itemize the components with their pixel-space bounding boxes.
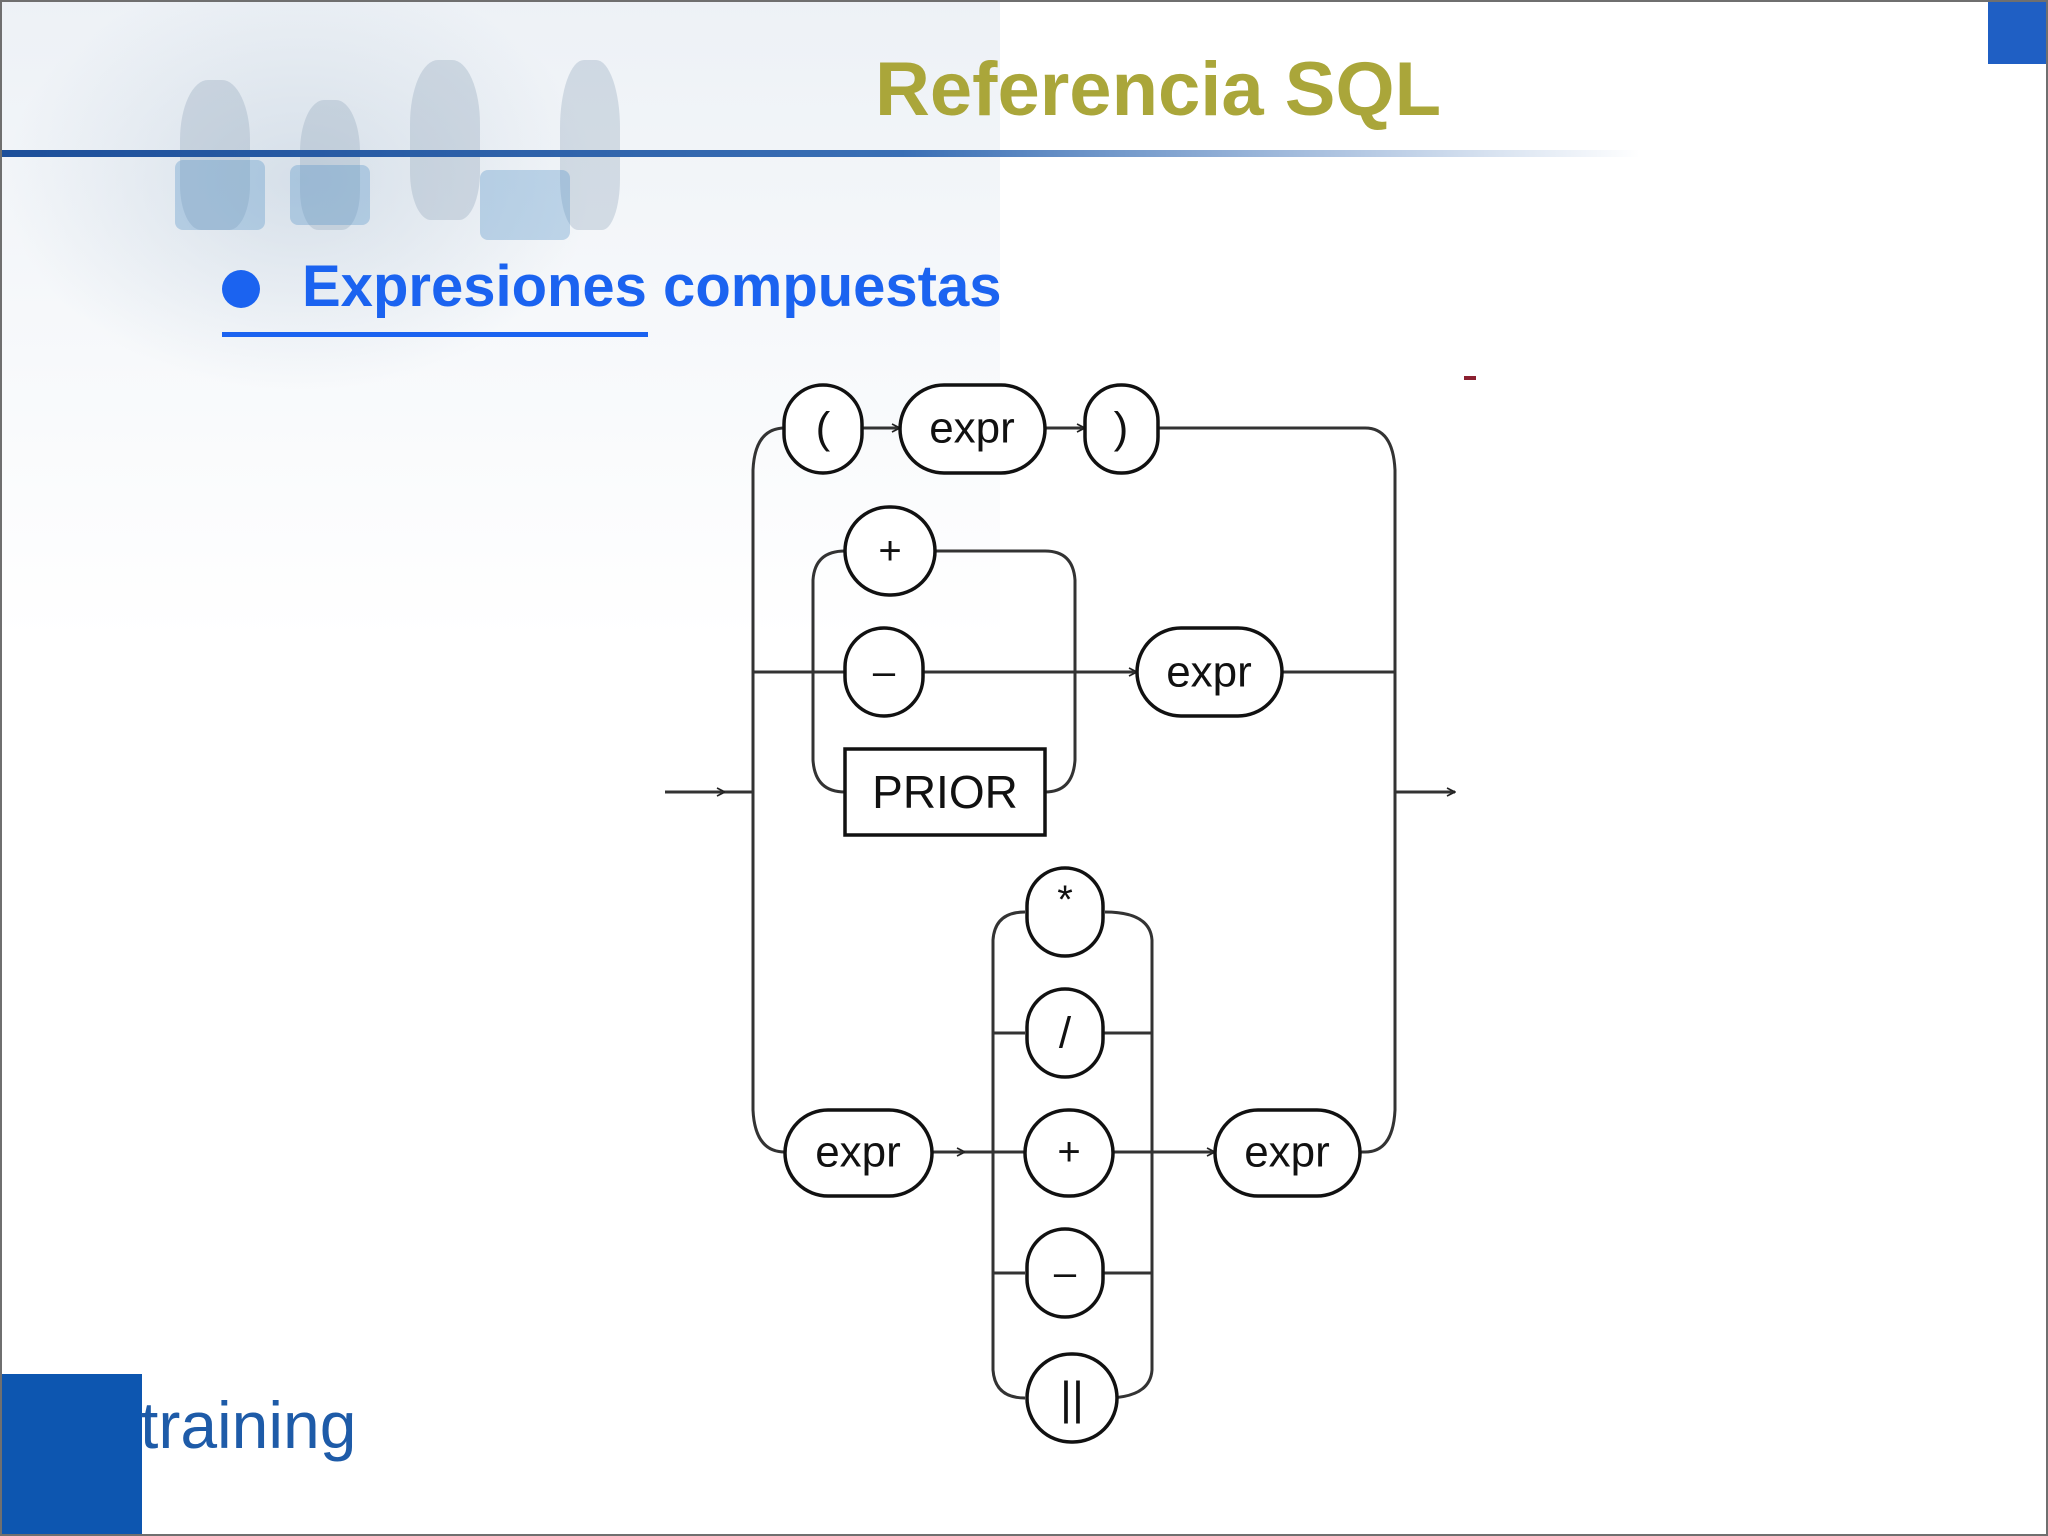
label-expr-paren: expr <box>929 404 1015 453</box>
node-op-div <box>1025 987 1105 1079</box>
label-op-minus: – <box>1054 1251 1077 1295</box>
node-expr-paren <box>898 383 1047 475</box>
right-rail <box>1364 426 1397 1154</box>
unary-rail-right <box>935 549 1077 794</box>
op-rail-left <box>991 910 1026 1400</box>
node-unary-plus <box>843 505 937 597</box>
node-unary-minus <box>843 626 925 718</box>
slide-title: Referencia SQL <box>875 47 1441 132</box>
bullet-heading: Expresiones compuestas <box>302 254 1002 319</box>
label-prior: PRIOR <box>872 766 1018 818</box>
label-expr-left: expr <box>815 1128 901 1177</box>
label-unary-minus: – <box>873 650 896 694</box>
logo-box <box>0 1374 142 1534</box>
label-op-mult: * <box>1057 878 1073 922</box>
label-lparen: ( <box>816 404 831 453</box>
node-expr-left <box>783 1108 934 1198</box>
logo-open-text: Open <box>111 1100 185 1262</box>
label-rparen: ) <box>1114 404 1129 453</box>
chair-shape <box>290 165 370 225</box>
label-op-plus: + <box>1057 1130 1080 1174</box>
person-silhouette <box>560 60 620 230</box>
node-op-concat <box>1025 1352 1119 1444</box>
label-expr-unary: expr <box>1166 648 1252 697</box>
left-rail <box>751 426 786 1154</box>
stray-mark <box>1464 376 1476 380</box>
label-expr-right: expr <box>1244 1128 1330 1177</box>
title-rule <box>0 150 1640 157</box>
node-prior <box>843 747 1047 837</box>
node-lparen <box>782 383 864 475</box>
node-op-mult <box>1025 866 1105 958</box>
corner-accent <box>1988 0 2048 64</box>
background-photo <box>0 0 1000 640</box>
chair-shape <box>175 160 265 230</box>
label-unary-plus: + <box>878 529 901 573</box>
label-op-div: / <box>1059 1009 1072 1058</box>
node-op-plus <box>1023 1108 1115 1198</box>
person-silhouette <box>300 100 360 230</box>
label-op-concat: || <box>1060 1372 1084 1424</box>
bullet-dot <box>222 270 260 308</box>
op-rail-right <box>1104 910 1154 1400</box>
node-rparen <box>1083 383 1160 475</box>
unary-rail-left <box>811 549 846 794</box>
node-op-minus <box>1025 1227 1105 1319</box>
node-expr-unary <box>1135 626 1284 718</box>
bullet-underline <box>222 332 648 337</box>
person-silhouette <box>410 60 480 220</box>
chair-shape <box>480 170 570 240</box>
logo-training-text: training <box>140 1388 357 1462</box>
node-expr-right <box>1213 1108 1362 1198</box>
